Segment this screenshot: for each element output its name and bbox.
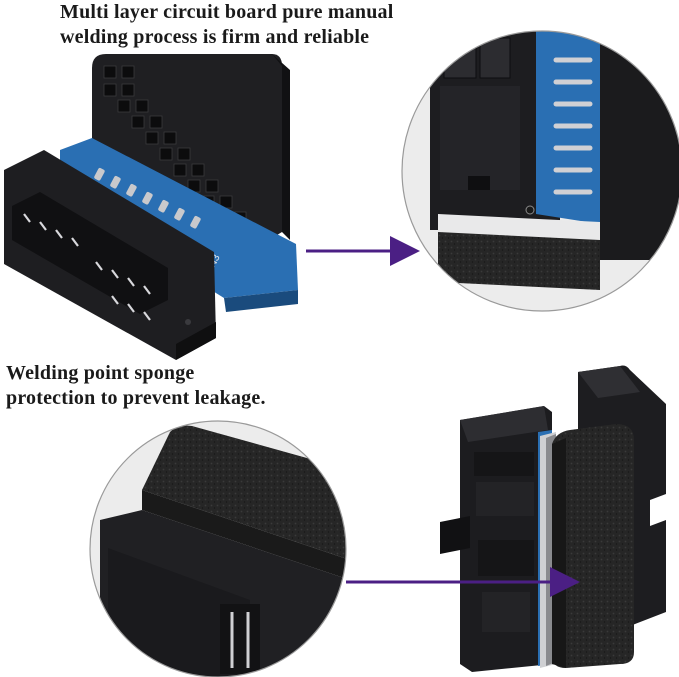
- adapter-product-image: N3: [4, 54, 298, 360]
- top-caption: Multi layer circuit board pure manual we…: [60, 0, 394, 50]
- middle-caption-line2: protection to prevent leakage.: [6, 387, 266, 409]
- middle-caption: Welding point sponge protection to preve…: [6, 361, 266, 411]
- socket-holes: [103, 65, 247, 225]
- top-caption-line2: welding process is firm and reliable: [60, 26, 370, 48]
- top-caption-line1: Multi layer circuit board pure manual: [60, 1, 394, 23]
- zoom-circle-sponge: [89, 420, 347, 677]
- zoom-pins: [553, 57, 593, 195]
- pcb-solder-pins: [94, 167, 201, 229]
- middle-caption-line1: Welding point sponge: [6, 362, 195, 384]
- zoom-circle-welding: [401, 30, 679, 312]
- adapter-side-view: [440, 365, 666, 672]
- header-pins: [23, 213, 151, 321]
